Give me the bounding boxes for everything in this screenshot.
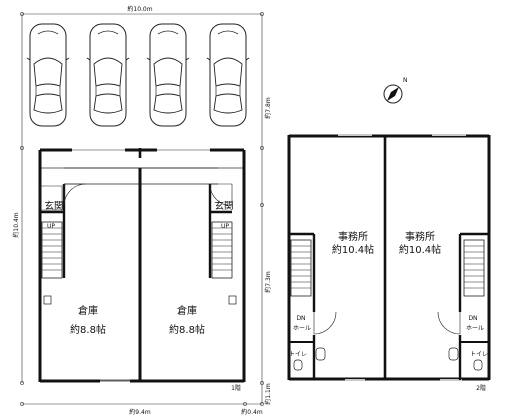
stair-dn-right: DN — [468, 315, 477, 322]
dim-depth-parking: 約7.8m — [264, 97, 272, 119]
room-area-right: 約8.8帖 — [169, 323, 205, 336]
room-area-left: 約8.8帖 — [70, 323, 106, 336]
entrance-label-right: 玄関 — [214, 200, 233, 212]
north-label: N — [403, 77, 408, 84]
floor1-label: 1階 — [231, 384, 241, 392]
car-icon — [146, 23, 190, 127]
dim-depth-right: 約7.3m — [264, 271, 272, 293]
office-area-right: 約10.4帖 — [399, 243, 441, 256]
room-name-left: 倉庫 — [78, 304, 98, 317]
car-icon — [206, 23, 250, 127]
stair-icon — [211, 221, 233, 279]
floor2-label: 2階 — [476, 384, 486, 392]
stair-dir-left: UP — [47, 223, 55, 230]
dim-depth-building: 約10.4m — [12, 212, 20, 237]
office-name-right: 事務所 — [405, 230, 435, 243]
hall-label-left: ホール — [293, 325, 311, 332]
second-floor-plan — [287, 134, 491, 381]
first-floor-plan — [38, 148, 246, 383]
dim-setback: 約1.1m — [264, 383, 272, 405]
car-icon — [26, 23, 70, 127]
hall-label-right: ホール — [466, 325, 484, 332]
stair-dir-right: UP — [221, 223, 229, 230]
north-compass-icon: N — [383, 77, 408, 104]
entrance-label-left: 玄関 — [44, 200, 63, 212]
office-name-left: 事務所 — [338, 230, 368, 243]
toilet-label-right: トイレ — [470, 351, 488, 358]
dimension-lines — [20, 12, 264, 406]
stair-icon — [463, 239, 485, 297]
dim-width-bottom: 約9.4m — [129, 408, 151, 416]
parking-area — [26, 23, 250, 127]
car-icon — [86, 23, 130, 127]
dim-width-top: 約10.0m — [127, 5, 152, 13]
room-name-right: 倉庫 — [177, 304, 197, 317]
toilet-label-left: トイレ — [289, 351, 307, 358]
office-area-left: 約10.4帖 — [332, 243, 374, 256]
dim-gap-bottom: 約0.4m — [241, 408, 263, 416]
stair-dn-left: DN — [296, 315, 305, 322]
stair-icon — [290, 239, 312, 297]
stair-icon — [41, 221, 63, 279]
